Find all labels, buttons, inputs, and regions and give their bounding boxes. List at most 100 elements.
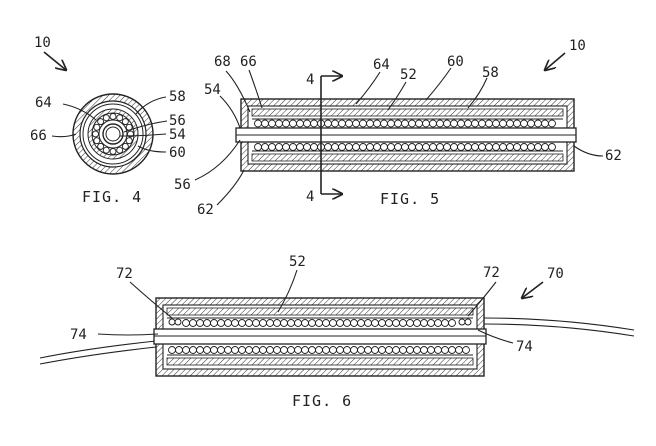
bead [357, 346, 365, 354]
bead [331, 143, 339, 151]
bead [266, 319, 274, 327]
fig4-label-60: 60 [169, 145, 186, 161]
bead [441, 346, 449, 354]
bead [399, 346, 407, 354]
fig5-label-54: 54 [204, 82, 221, 98]
bead [125, 137, 133, 145]
bead [308, 319, 316, 327]
bead [275, 119, 283, 128]
fig5-section-line [320, 76, 342, 194]
bead [485, 119, 493, 128]
fig5-device [235, 98, 577, 172]
bead [168, 346, 176, 354]
bead [338, 143, 346, 151]
bead [182, 319, 190, 327]
bead [534, 119, 542, 128]
bead [294, 319, 302, 327]
bead [548, 143, 556, 151]
bead [301, 346, 309, 354]
fig6-beads-upper [182, 319, 456, 327]
bead [203, 346, 211, 354]
fig5-section-bottom: 4 [306, 189, 314, 205]
bead [485, 143, 493, 151]
fig6-label-72b: 72 [483, 265, 500, 281]
bead [364, 319, 372, 327]
bead [350, 319, 358, 327]
bead [296, 143, 304, 151]
bead [366, 119, 374, 128]
bead [315, 346, 323, 354]
bead [196, 346, 204, 354]
bead [371, 346, 379, 354]
fig6-ref-label: 70 [547, 266, 564, 282]
bead [392, 346, 400, 354]
bead [373, 119, 381, 128]
bead [121, 118, 129, 126]
bead [455, 346, 463, 354]
bead [93, 137, 101, 145]
fig6-beads-lower [168, 346, 470, 354]
bead [254, 119, 262, 128]
fig5-ref-arrow [545, 52, 566, 70]
bead [401, 143, 409, 151]
fig5-label-66: 66 [240, 54, 257, 70]
fig5-label-52: 52 [400, 67, 417, 83]
bead [196, 319, 204, 327]
bead [392, 319, 400, 327]
bead [289, 143, 297, 151]
fig5-label-60: 60 [447, 54, 464, 70]
bead [450, 143, 458, 151]
bead [548, 119, 556, 128]
bead [399, 319, 407, 327]
bead [541, 119, 549, 128]
bead [534, 143, 542, 151]
bead [406, 319, 414, 327]
bead [303, 119, 311, 128]
bead [273, 319, 281, 327]
bead [343, 346, 351, 354]
bead [189, 319, 197, 327]
bead [282, 119, 290, 128]
bead [541, 143, 549, 151]
fig6-label-52: 52 [289, 254, 306, 270]
bead [322, 346, 330, 354]
bead [294, 346, 302, 354]
bead [116, 114, 124, 122]
bead [336, 319, 344, 327]
bead [266, 346, 274, 354]
fig6-label-74b: 74 [516, 339, 533, 355]
bead [308, 346, 316, 354]
bead [102, 146, 110, 154]
bead [385, 319, 393, 327]
bead [413, 346, 421, 354]
bead [422, 143, 430, 151]
fig4-label-66: 66 [30, 128, 47, 144]
bead [387, 143, 395, 151]
bead [109, 113, 117, 120]
fig5-label-56: 56 [174, 177, 191, 193]
fig5-leaders [194, 67, 604, 206]
bead [273, 346, 281, 354]
bead [121, 142, 129, 150]
bead [443, 143, 451, 151]
bead [324, 143, 332, 151]
bead [448, 319, 456, 327]
bead [429, 143, 437, 151]
bead [97, 118, 105, 126]
bead [303, 143, 311, 151]
bead [457, 143, 465, 151]
bead [408, 119, 416, 128]
bead [371, 319, 379, 327]
bead [352, 119, 360, 128]
bead [329, 319, 337, 327]
bead [217, 319, 225, 327]
bead [359, 119, 367, 128]
fig6-caption: FIG. 6 [292, 392, 352, 410]
bead [238, 319, 246, 327]
fig5-label-64: 64 [373, 57, 390, 73]
bead [492, 143, 500, 151]
bead [268, 143, 276, 151]
bead [261, 143, 269, 151]
bead [513, 143, 521, 151]
